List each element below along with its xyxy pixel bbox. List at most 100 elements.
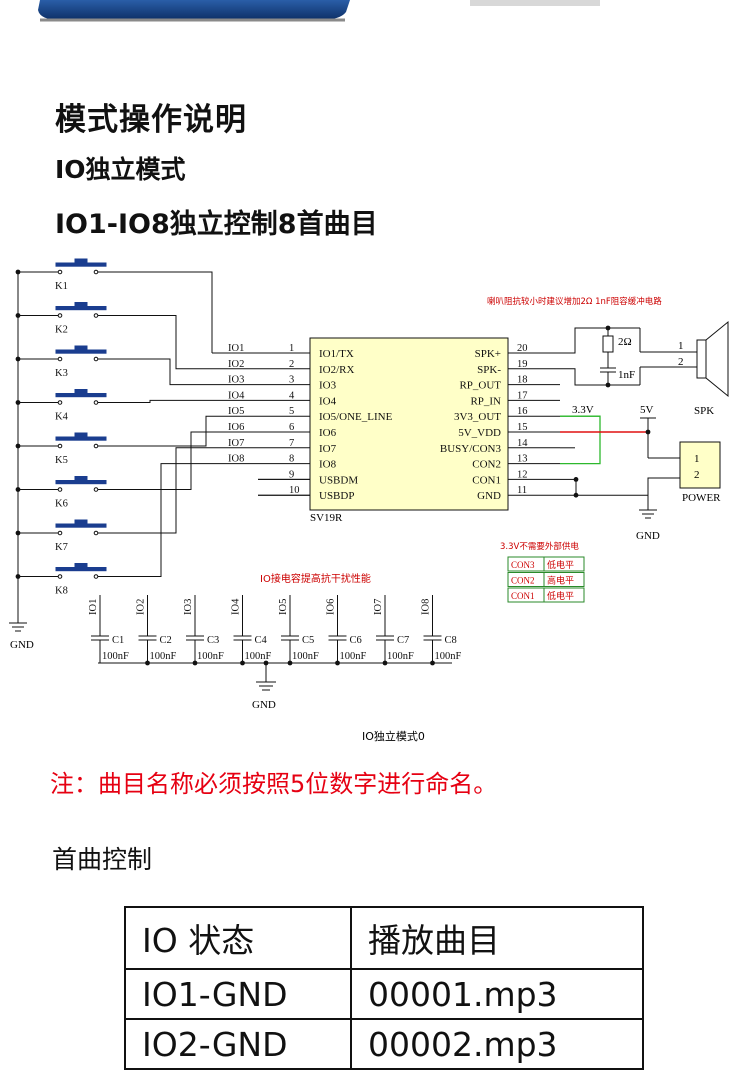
key-contact bbox=[93, 269, 99, 275]
chip-pin-number: 10 bbox=[289, 485, 300, 496]
chip-pin-name: RP_IN bbox=[470, 395, 501, 407]
chip-pin-name: GND bbox=[477, 490, 501, 502]
cap-ref: C6 bbox=[350, 635, 362, 646]
key-to-io-wire bbox=[112, 315, 212, 370]
table-row: IO1-GND 00001.mp3 bbox=[124, 968, 644, 1020]
chip-pin-number: 12 bbox=[517, 469, 528, 480]
chip-pin-number: 1 bbox=[289, 343, 294, 354]
junction-dot bbox=[15, 443, 21, 449]
key-contact bbox=[93, 313, 99, 318]
key-label: K2 bbox=[55, 325, 68, 336]
cap-section-title: IO接电容提高抗干扰性能 bbox=[260, 572, 371, 585]
cap-io-label: IO5 bbox=[278, 599, 289, 615]
cap-ref: C3 bbox=[207, 635, 219, 646]
key-to-io-wire bbox=[112, 431, 212, 490]
key-button-cap bbox=[74, 345, 88, 351]
table-row: IO2-GND 00002.mp3 bbox=[124, 1018, 644, 1070]
cell-track: 00002.mp3 bbox=[350, 1018, 644, 1070]
config-cell bbox=[543, 556, 585, 572]
cap-value: 100nF bbox=[245, 651, 272, 662]
chip-pin-number: 3 bbox=[289, 375, 294, 386]
junction-dot bbox=[15, 356, 21, 362]
chip-pin-number: 2 bbox=[289, 359, 294, 370]
power-label: POWER bbox=[682, 492, 721, 504]
io-capacitors: IO1C1100nFIO2C2100nFIO3C3100nFIO4C4100nF… bbox=[88, 595, 462, 691]
cap-io-label: IO1 bbox=[88, 599, 99, 615]
junction-dot bbox=[335, 660, 340, 666]
naming-note: 注：曲目名称必须按照5位数字进行命名。 bbox=[50, 770, 498, 798]
key-contact bbox=[57, 574, 63, 579]
key-contact bbox=[93, 400, 99, 405]
cap-ref: C5 bbox=[302, 635, 314, 646]
key-button-cap bbox=[74, 563, 88, 568]
chip-pin-name: IO2/RX bbox=[319, 364, 355, 376]
junction-dot bbox=[605, 325, 611, 331]
net-label: IO1 bbox=[228, 343, 244, 354]
key-button-cap bbox=[74, 302, 88, 307]
key-contact bbox=[57, 400, 63, 405]
key-contact bbox=[93, 443, 99, 449]
chip-pin-number: 17 bbox=[517, 390, 528, 401]
key-contact bbox=[93, 574, 99, 579]
schematic-caption: IO独立模式0 bbox=[362, 729, 425, 743]
junction-dot bbox=[573, 477, 579, 482]
chip-pin-number: 15 bbox=[517, 422, 528, 433]
key-label: K8 bbox=[55, 586, 68, 597]
key-button-cap bbox=[74, 519, 88, 525]
config-level: 低电平 bbox=[547, 590, 574, 602]
net-label: IO8 bbox=[228, 454, 244, 465]
key-to-io-wire bbox=[112, 271, 213, 353]
key-label: K3 bbox=[55, 368, 68, 379]
chip-pin-number: 20 bbox=[517, 343, 528, 354]
key-to-io-wire bbox=[112, 447, 212, 534]
v33-label: 3.3V bbox=[572, 404, 594, 416]
chip-pin-name: CON2 bbox=[472, 459, 501, 471]
snubber-resistor bbox=[602, 335, 614, 353]
chip-pin-number: 16 bbox=[517, 406, 528, 417]
cell-track: 00001.mp3 bbox=[350, 968, 644, 1020]
chip-pin-name: BUSY/CON3 bbox=[440, 443, 502, 455]
table-header-row: IO 状态 播放曲目 bbox=[124, 906, 644, 970]
key-label: K5 bbox=[55, 455, 68, 466]
junction-dot bbox=[240, 660, 245, 666]
key-button-cap bbox=[74, 476, 88, 481]
chip-pin-number: 5 bbox=[289, 406, 294, 417]
chip-pin-number: 9 bbox=[289, 469, 294, 480]
power-gnd-label: GND bbox=[636, 530, 660, 542]
junction-dot bbox=[145, 660, 150, 666]
cap-io-label: IO4 bbox=[231, 598, 242, 615]
snubber-cap-label: 1nF bbox=[618, 369, 635, 381]
cap-value: 100nF bbox=[197, 651, 224, 662]
chip-pin-name: CON1 bbox=[472, 474, 501, 486]
key-contact bbox=[57, 356, 63, 362]
header-io-state: IO 状态 bbox=[124, 906, 352, 970]
config-cell bbox=[543, 572, 585, 587]
key-button-cap bbox=[74, 432, 88, 438]
net-label: IO5 bbox=[228, 406, 244, 417]
cap-ref: C7 bbox=[397, 635, 409, 646]
gnd-wire bbox=[560, 477, 680, 496]
chip-name: SV19R bbox=[310, 512, 343, 524]
resistor-label: 2Ω bbox=[618, 336, 632, 348]
cap-ref: C2 bbox=[160, 635, 172, 646]
table-title: 首曲控制 bbox=[52, 845, 153, 874]
cap-gnd-label: GND bbox=[252, 699, 276, 711]
junction-dot bbox=[15, 487, 21, 492]
net-label: IO6 bbox=[228, 422, 244, 433]
junction-dot bbox=[430, 660, 435, 666]
junction-dot bbox=[645, 429, 651, 435]
cell-io: IO2-GND bbox=[124, 1018, 352, 1070]
chip-pin-name: IO3 bbox=[319, 380, 337, 392]
power-pin-2: 2 bbox=[694, 469, 700, 481]
key-contact bbox=[57, 313, 63, 318]
cap-io-label: IO8 bbox=[421, 599, 432, 615]
chip-pin-name: IO6 bbox=[319, 427, 337, 439]
chip-body bbox=[309, 337, 509, 511]
junction-dot bbox=[192, 660, 198, 666]
key-to-io-wire bbox=[112, 358, 212, 386]
key-button-cap bbox=[74, 389, 88, 394]
config-level: 高电平 bbox=[547, 575, 574, 587]
cap-ref: C1 bbox=[112, 635, 124, 646]
